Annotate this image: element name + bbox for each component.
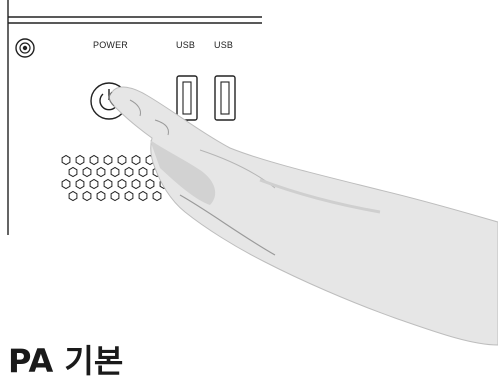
vent-hole bbox=[104, 180, 112, 189]
vent-hole bbox=[69, 192, 77, 201]
vent-hole bbox=[139, 192, 147, 201]
vent-hole bbox=[125, 168, 133, 177]
vent-hole bbox=[153, 192, 161, 201]
power-label: POWER bbox=[93, 40, 128, 50]
vent-hole bbox=[90, 180, 98, 189]
vent-hole bbox=[104, 156, 112, 165]
vent-hole bbox=[132, 156, 140, 165]
vent-hole bbox=[132, 180, 140, 189]
usb-port-2 bbox=[215, 76, 235, 120]
vent-hole bbox=[111, 192, 119, 201]
section-heading: PA 기본 bbox=[8, 341, 123, 381]
vent-hole bbox=[83, 168, 91, 177]
screw-icon bbox=[16, 39, 34, 57]
vent-hole bbox=[69, 168, 77, 177]
vent-hole bbox=[90, 156, 98, 165]
usb-label-1: USB bbox=[176, 40, 195, 50]
vent-hole bbox=[125, 192, 133, 201]
vent-hole bbox=[76, 156, 84, 165]
vent-hole bbox=[76, 180, 84, 189]
device-panel-illustration bbox=[0, 0, 498, 372]
vent-hole bbox=[83, 192, 91, 201]
vent-hole bbox=[139, 168, 147, 177]
vent-hole bbox=[111, 168, 119, 177]
vent-hole bbox=[97, 168, 105, 177]
pressing-hand bbox=[109, 87, 498, 345]
vent-hole bbox=[62, 180, 70, 189]
usb-label-2: USB bbox=[214, 40, 233, 50]
vent-hole bbox=[146, 180, 154, 189]
vent-hole bbox=[97, 192, 105, 201]
vent-hole bbox=[62, 156, 70, 165]
vent-hole bbox=[118, 180, 126, 189]
vent-hole bbox=[118, 156, 126, 165]
